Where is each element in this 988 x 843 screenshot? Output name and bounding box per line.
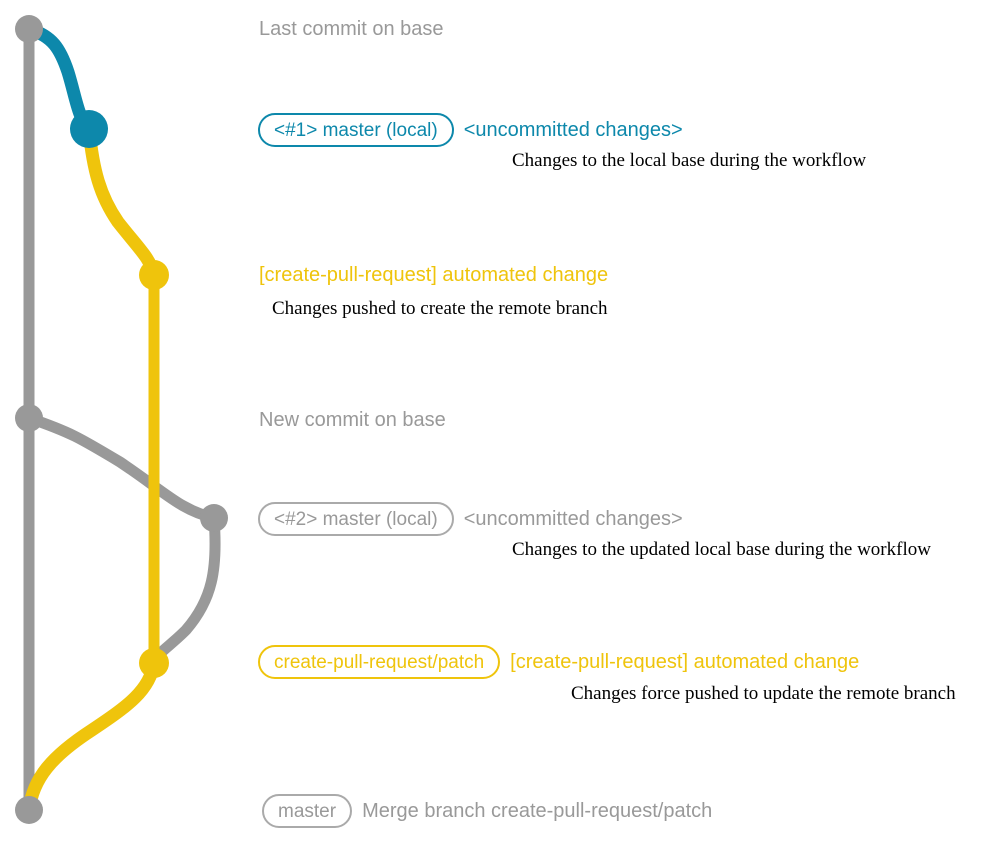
commit-message-local-1: <uncommitted changes>: [463, 119, 683, 141]
last-commit-on-base-label: Last commit on base: [259, 18, 444, 40]
local1-to-remote1-curve: [82, 122, 161, 282]
row-automated-commit-2: create-pull-request/patch [create-pull-r…: [258, 645, 859, 679]
base-to-local2-curve: [23, 412, 220, 524]
commit-node-remote-1[interactable]: [139, 260, 169, 290]
row-local-commit-2: <#2> master (local) <uncommitted changes…: [258, 502, 683, 536]
row-local-commit-1: <#1> master (local) <uncommitted changes…: [258, 113, 683, 147]
commit-node-local-1[interactable]: [70, 110, 108, 148]
commit-node-base-new[interactable]: [15, 404, 43, 432]
branch-pill-create-pull-request-patch[interactable]: create-pull-request/patch: [258, 645, 501, 679]
commit-message-local-2: <uncommitted changes>: [463, 508, 683, 530]
commit-node-base-merge[interactable]: [15, 796, 43, 824]
commit-message-automated-2: [create-pull-request] automated change: [510, 651, 860, 673]
commit-description-local-2: Changes to the updated local base during…: [512, 539, 931, 560]
remote2-to-merge-curve: [22, 656, 161, 817]
commit-message-merge: Merge branch create-pull-request/patch: [362, 800, 713, 822]
branch-pill-master[interactable]: master: [262, 794, 353, 828]
local2-to-remote2-curve: [148, 512, 221, 669]
commit-node-base-last[interactable]: [15, 15, 43, 43]
new-commit-on-base-label: New commit on base: [259, 409, 446, 431]
branch-pill-local-2[interactable]: <#2> master (local): [258, 502, 454, 536]
commit-description-automated-2: Changes force pushed to update the remot…: [571, 683, 956, 704]
commit-node-local-2[interactable]: [200, 504, 228, 532]
commit-message-automated-1: [create-pull-request] automated change: [259, 264, 609, 286]
branch-pill-local-1[interactable]: <#1> master (local): [258, 113, 454, 147]
commit-description-local-1: Changes to the local base during the wor…: [512, 150, 867, 171]
commit-node-remote-2[interactable]: [139, 648, 169, 678]
commit-description-automated-1: Changes pushed to create the remote bran…: [272, 298, 608, 319]
row-merge-commit: master Merge branch create-pull-request/…: [262, 794, 712, 828]
